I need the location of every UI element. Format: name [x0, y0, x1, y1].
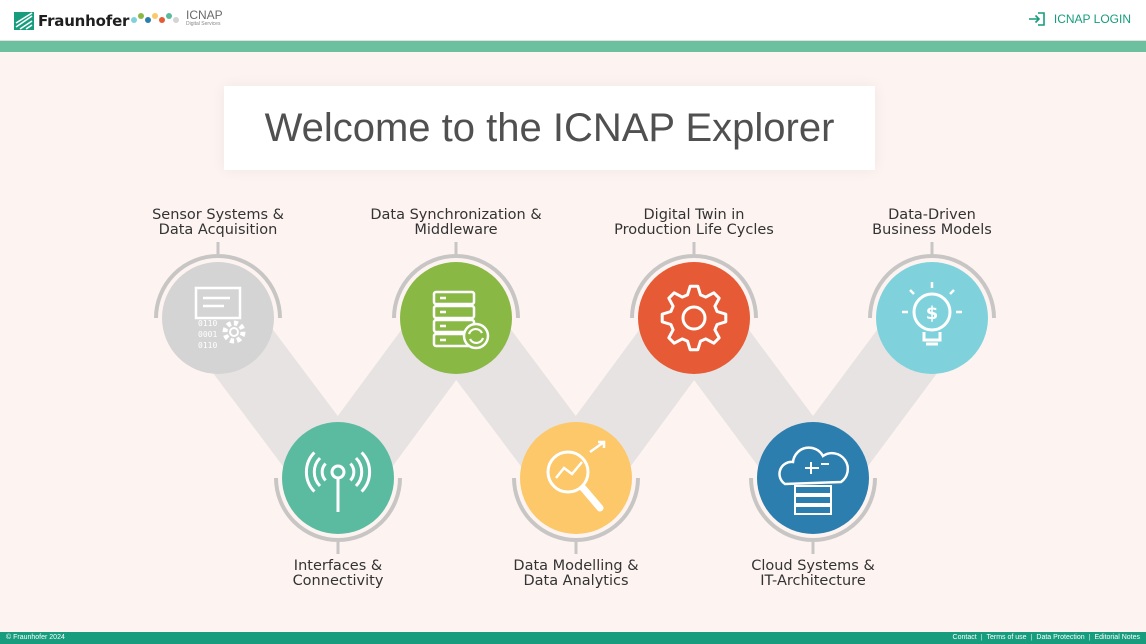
footer-link-editorial-notes[interactable]: Editorial Notes	[1094, 634, 1140, 641]
tile-rim	[512, 477, 640, 542]
tile-cloud[interactable]	[749, 422, 877, 554]
tile-label-cloud[interactable]: Cloud Systems &IT-Architecture	[703, 559, 923, 589]
tile-label-modelling[interactable]: Data Modelling &Data Analytics	[466, 559, 686, 589]
tile-twin[interactable]	[630, 242, 758, 374]
tile-rim	[154, 254, 282, 319]
copyright: © Fraunhofer 2024	[6, 634, 65, 641]
tiles-layer: 0110 0001 0110 $	[154, 242, 996, 554]
cloud-server-icon	[778, 446, 850, 515]
tile-label-line: Data Modelling &	[513, 558, 639, 574]
antenna-icon	[304, 451, 372, 512]
tile-circle	[638, 262, 750, 374]
footer-bar: © Fraunhofer 2024 Contact | Terms of use…	[0, 632, 1146, 644]
tile-label-sensor[interactable]: Sensor Systems &Data Acquisition	[108, 208, 328, 238]
icnap-logo[interactable]: ICNAP Digital Services	[130, 9, 223, 27]
tile-label-line: Data Acquisition	[158, 222, 278, 238]
tile-label-line: Middleware	[414, 222, 498, 238]
tile-label-line: Interfaces &	[293, 558, 383, 574]
tile-rim	[749, 477, 877, 542]
footer-link-contact[interactable]: Contact	[952, 634, 977, 641]
login-icon	[1028, 12, 1045, 26]
fraunhofer-mark-icon	[14, 12, 34, 30]
svg-text:0001: 0001	[198, 330, 217, 339]
server-sync-icon	[432, 290, 490, 350]
icnap-subtitle: Digital Services	[186, 20, 221, 27]
tile-circle	[876, 262, 988, 374]
tile-label-line: Business Models	[872, 222, 992, 238]
tile-interfaces[interactable]	[274, 422, 402, 554]
icnap-login-button[interactable]: ICNAP LOGIN	[1028, 11, 1131, 27]
svg-text:0110: 0110	[198, 319, 217, 328]
tile-label-interfaces[interactable]: Interfaces &Connectivity	[228, 559, 448, 589]
footer-separator: |	[1030, 634, 1033, 641]
svg-text:$: $	[926, 303, 939, 324]
header-accent-bar	[0, 41, 1146, 52]
tile-label-sync[interactable]: Data Synchronization &Middleware	[346, 208, 566, 238]
tile-sensor[interactable]: 0110 0001 0110	[154, 242, 282, 374]
tile-circle	[520, 422, 632, 534]
tile-label-line: Cloud Systems &	[751, 558, 875, 574]
welcome-banner: Welcome to the ICNAP Explorer	[224, 86, 875, 170]
tile-label-line: Data-Driven	[888, 207, 976, 223]
page-title: Welcome to the ICNAP Explorer	[264, 105, 835, 150]
sensor-data-icon: 0110 0001 0110	[194, 286, 246, 350]
tile-label-line: Sensor Systems &	[152, 207, 284, 223]
icnap-dots-icon	[131, 13, 179, 23]
tile-label-line: Data Analytics	[523, 573, 629, 589]
footer-separator: |	[980, 634, 983, 641]
svg-text:0110: 0110	[198, 341, 217, 350]
footer-link-terms[interactable]: Terms of use	[986, 634, 1027, 641]
gear-icon	[660, 284, 728, 352]
tile-circle	[757, 422, 869, 534]
login-label: ICNAP LOGIN	[1053, 12, 1131, 26]
icnap-title: ICNAP	[186, 7, 223, 22]
magnifier-analytics-icon	[546, 440, 606, 512]
lightbulb-dollar-icon: $	[902, 282, 962, 346]
tile-rim	[392, 254, 520, 319]
fraunhofer-logo[interactable]: Fraunhofer	[14, 10, 129, 32]
tile-label-line: Production Life Cycles	[614, 222, 774, 238]
top-bar: Fraunhofer ICNAP Digital Services ICNAP …	[0, 0, 1146, 41]
tile-business[interactable]: $	[868, 242, 996, 374]
tile-modelling[interactable]	[512, 422, 640, 554]
tile-label-line: Data Synchronization &	[370, 207, 542, 223]
footer-links: Contact | Terms of use | Data Protection…	[953, 632, 1140, 644]
tile-label-line: IT-Architecture	[760, 573, 866, 589]
tile-rim	[630, 254, 758, 319]
tile-sync[interactable]	[392, 242, 520, 374]
brand-name: Fraunhofer	[38, 12, 130, 30]
tile-rim	[274, 477, 402, 542]
tile-label-line: Connectivity	[292, 573, 384, 589]
footer-separator: |	[1088, 634, 1091, 641]
tile-label-line: Digital Twin in	[643, 207, 745, 223]
footer-link-data-protection[interactable]: Data Protection	[1036, 634, 1085, 641]
tile-rim	[868, 254, 996, 319]
